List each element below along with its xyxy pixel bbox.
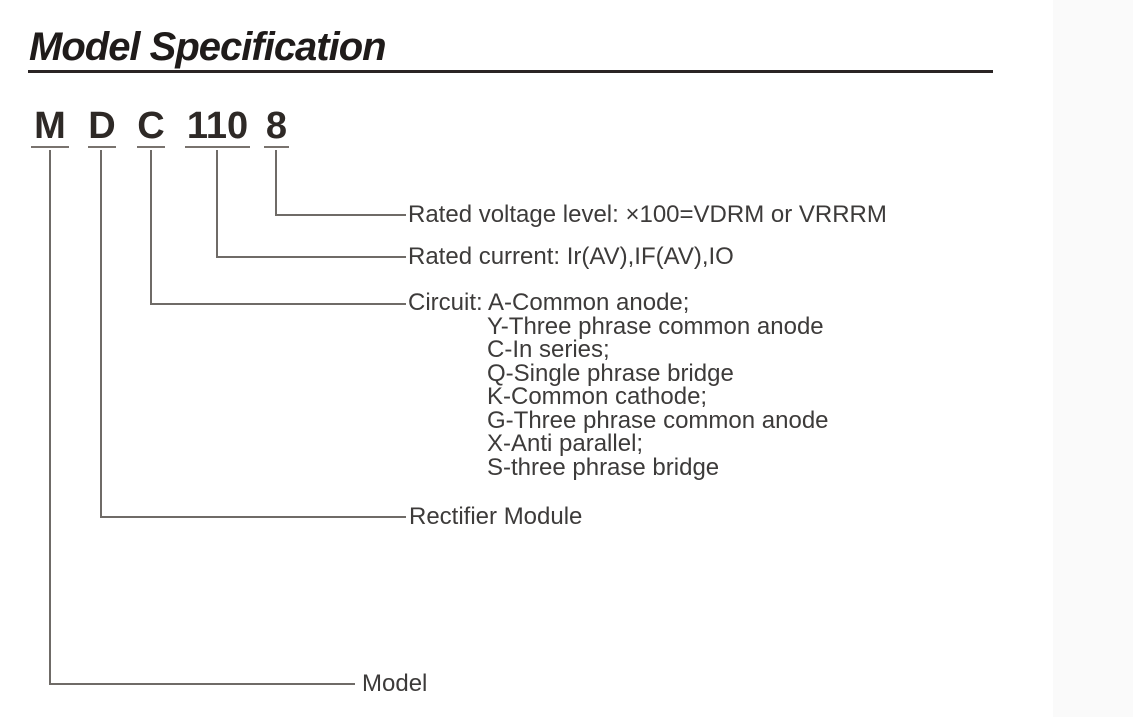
connector-voltage-horizontal [275, 214, 406, 216]
callout-voltage-label: Rated voltage level: ×100=VDRM or VRRRM [408, 201, 887, 228]
circuit-option: K-Common cathode; [487, 383, 708, 410]
title-underline-rule [28, 70, 993, 73]
connector-voltage-vertical [275, 150, 277, 216]
connector-circuit-horizontal [150, 303, 406, 305]
code-segment-d: D [88, 105, 116, 148]
connector-rectifier-horizontal [100, 516, 406, 518]
code-segment-m: M [31, 104, 69, 148]
code-segment-voltage: 8 [264, 105, 289, 148]
connector-current-horizontal [216, 256, 406, 258]
callout-circuit-block: Circuit: A-Common anode; Y-Three phrase … [408, 291, 829, 479]
circuit-first-line: Circuit: A-Common anode; [408, 291, 829, 315]
callout-model-label: Model [362, 670, 428, 697]
circuit-option: A-Common anode; [488, 289, 690, 316]
circuit-option: G-Three phrase common anode [487, 406, 829, 434]
page-edge-shading [1053, 0, 1133, 717]
code-segment-c: C [137, 105, 165, 148]
page-title: Model Specification [29, 25, 387, 69]
connector-rectifier-vertical [100, 150, 102, 518]
circuit-option: S-three phrase bridge [487, 453, 720, 481]
code-segment-current: 110 [185, 105, 250, 148]
circuit-option: Y-Three phrase common anode [487, 312, 824, 340]
callout-rectifier-label: Rectifier Module [409, 503, 583, 530]
connector-current-vertical [216, 150, 218, 258]
circuit-label-prefix: Circuit: [408, 289, 483, 316]
connector-circuit-vertical [150, 150, 152, 305]
connector-model-vertical [49, 150, 51, 685]
callout-current-label: Rated current: Ir(AV),IF(AV),IO [408, 243, 734, 270]
circuit-option: Q-Single phrase bridge [487, 359, 734, 387]
circuit-option: C-In series; [487, 336, 610, 363]
circuit-option: X-Anti parallel; [487, 430, 644, 457]
connector-model-horizontal [49, 683, 355, 685]
